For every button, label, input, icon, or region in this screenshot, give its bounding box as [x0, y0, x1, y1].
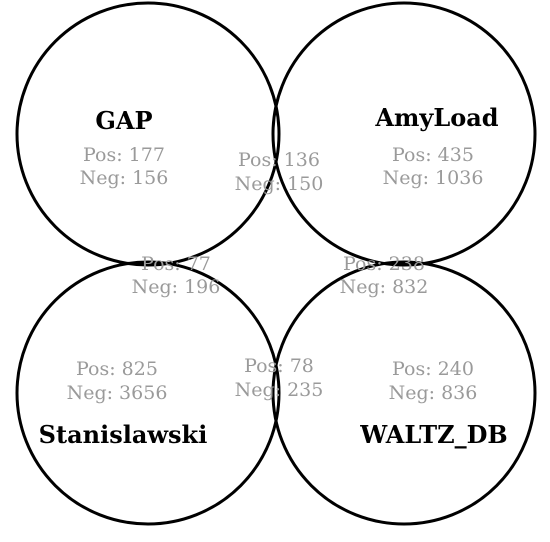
gap-label: GAP: [95, 106, 152, 135]
amyload-waltz-db-neg: Neg: 832: [340, 276, 429, 298]
gap-circle: [15, 1, 281, 267]
gap-stanislawski-neg: Neg: 196: [132, 276, 221, 298]
waltz-db-circle: [271, 260, 537, 526]
gap-neg: Neg: 156: [80, 167, 169, 189]
gap-amyload-neg: Neg: 150: [235, 173, 324, 195]
amyload-waltz-db-pos: Pos: 238: [343, 253, 425, 275]
stanislawski-label: Stanislawski: [39, 420, 208, 449]
gap-stanislawski-pos: Pos: 77: [141, 253, 211, 275]
stanislawski-pos: Pos: 825: [76, 358, 158, 380]
waltz-db-label: WALTZ_DB: [359, 420, 507, 449]
stanislawski-neg: Neg: 3656: [67, 382, 168, 404]
amyload-label: AmyLoad: [374, 103, 498, 132]
gap-pos: Pos: 177: [83, 144, 165, 166]
gap-amyload-pos: Pos: 136: [238, 149, 320, 171]
amyload-circle: [271, 1, 537, 267]
stanislawski-waltz-db-pos: Pos: 78: [244, 355, 314, 377]
waltz-db-pos: Pos: 240: [392, 358, 474, 380]
waltz-db-neg: Neg: 836: [389, 382, 478, 404]
amyload-pos: Pos: 435: [392, 144, 474, 166]
stanislawski-circle: [15, 260, 281, 526]
amyload-neg: Neg: 1036: [383, 167, 484, 189]
stanislawski-waltz-db-neg: Neg: 235: [235, 379, 324, 401]
